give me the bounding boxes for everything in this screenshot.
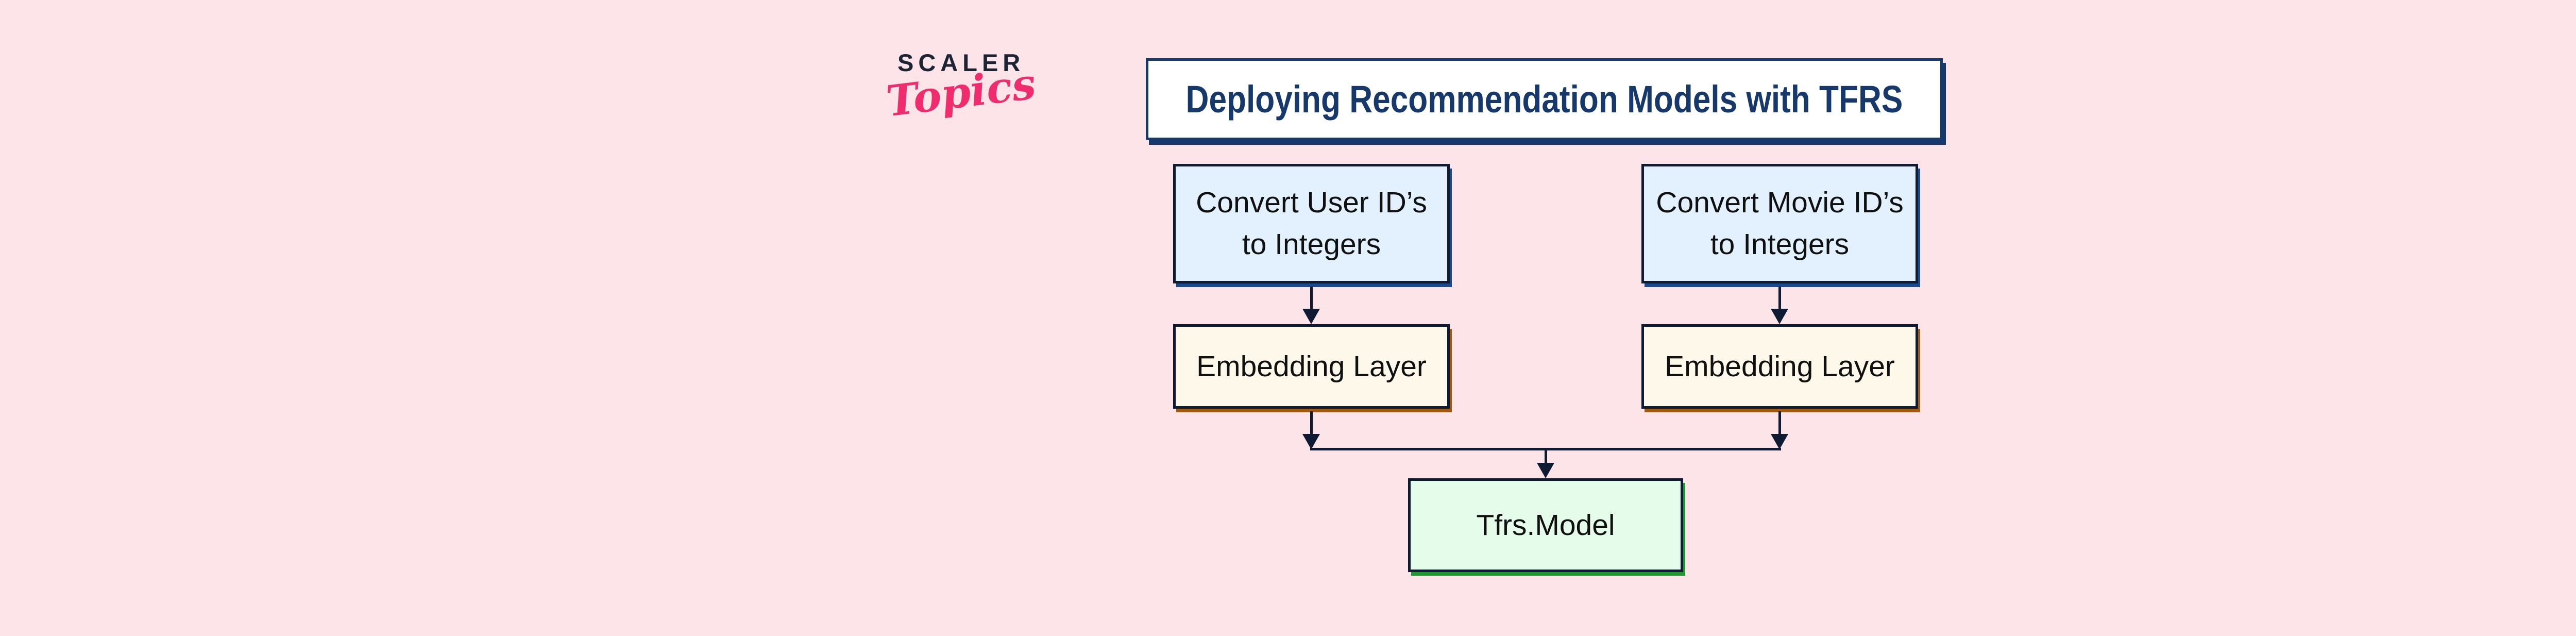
connector-embedding-movie-drop-line	[1778, 411, 1781, 436]
arrow-down-icon	[1771, 309, 1788, 324]
node-label-line: Tfrs.Model	[1476, 508, 1615, 542]
logo-brand-text: SCALER	[897, 49, 1025, 76]
arrow-down-icon	[1302, 309, 1320, 324]
node-label-line: to Integers	[1242, 228, 1381, 261]
node-label-line: Embedding Layer	[1665, 349, 1895, 383]
connector-embedding-user-drop-line	[1310, 411, 1313, 436]
connector-movie-to-embedding-line	[1778, 287, 1781, 310]
arrow-down-icon	[1771, 434, 1788, 449]
arrow-down-icon	[1302, 434, 1320, 449]
node-tfrs-model: Tfrs.Model	[1408, 478, 1683, 572]
diagram-title: Deploying Recommendation Models with TFR…	[1185, 78, 1903, 121]
node-label-line: Convert User ID’s	[1196, 186, 1427, 220]
connector-join-line	[1310, 448, 1781, 450]
connector-join-to-tfrs-line	[1545, 450, 1547, 465]
node-convert-movie-ids: Convert Movie ID’s to Integers	[1641, 164, 1918, 283]
node-convert-user-ids: Convert User ID’s to Integers	[1173, 164, 1450, 283]
node-label-line: Convert Movie ID’s	[1656, 186, 1904, 220]
arrow-down-icon	[1537, 463, 1554, 478]
node-label-line: to Integers	[1710, 228, 1850, 261]
node-label-line: Embedding Layer	[1196, 349, 1427, 383]
diagram-title-box: Deploying Recommendation Models with TFR…	[1146, 58, 1943, 140]
scaler-topics-logo: SCALER Topics	[871, 41, 1046, 134]
connector-user-to-embedding-line	[1310, 287, 1313, 310]
node-embedding-layer-user: Embedding Layer	[1173, 324, 1450, 409]
node-embedding-layer-movie: Embedding Layer	[1641, 324, 1918, 409]
